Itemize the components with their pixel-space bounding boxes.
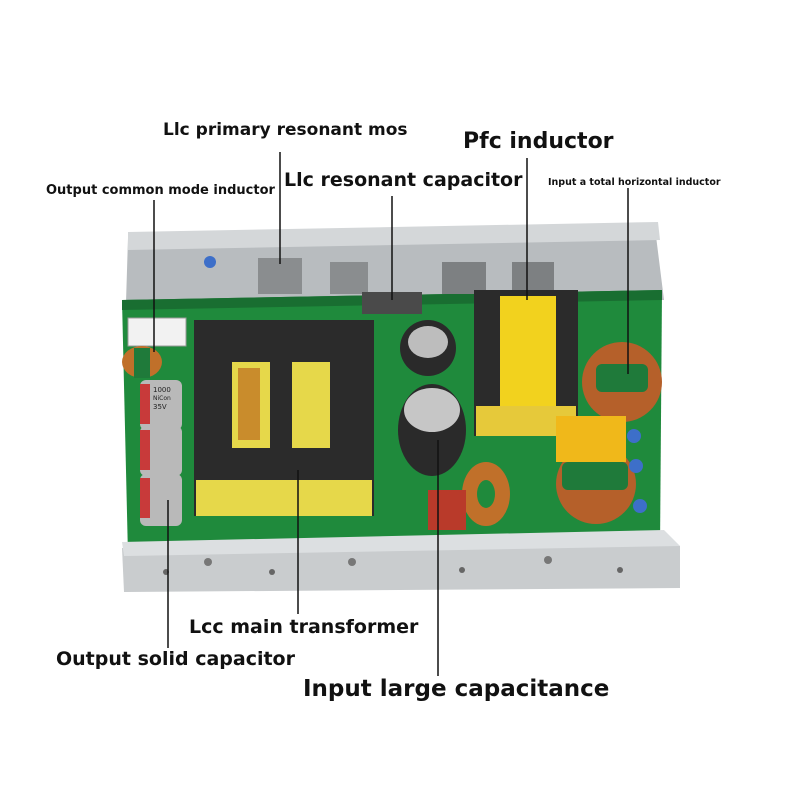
screw-hole — [544, 556, 552, 564]
label-lcc-main-transformer: Lcc main transformer — [189, 616, 419, 638]
solid-capacitor — [140, 380, 182, 430]
toroid-inductor-hole — [477, 480, 495, 508]
input-inductor-top-band — [596, 364, 648, 392]
label-llc-primary-resonant-mos: Llc primary resonant mos — [163, 120, 408, 140]
solid-cap-sleeve — [140, 430, 150, 470]
screw-hole — [459, 567, 465, 573]
heatsink-front-top-edge — [122, 530, 680, 556]
input-capacitor-top-cap — [408, 326, 448, 358]
mosfet-4 — [512, 262, 554, 292]
solid-cap-voltage: 35V — [153, 403, 167, 411]
label-output-common-mode-inductor: Output common mode inductor — [46, 183, 275, 198]
resonant-capacitor — [362, 292, 422, 314]
leader-lines — [153, 152, 629, 676]
screw-hole — [269, 569, 275, 575]
label-pfc-inductor: Pfc inductor — [463, 129, 614, 154]
y-capacitor — [633, 499, 647, 513]
solid-capacitor — [140, 426, 182, 476]
screw-hole — [348, 558, 356, 566]
input-inductor-bottom-band — [562, 462, 628, 490]
output-solid-capacitors — [140, 380, 182, 526]
pfc-inductor-bobbin — [500, 296, 556, 408]
y-capacitor — [204, 256, 216, 268]
label-input-total-horizontal-inductor: Input a total horizontal inductor — [548, 177, 721, 188]
label-llc-resonant-capacitor: Llc resonant capacitor — [284, 169, 523, 191]
screw-hole — [204, 558, 212, 566]
mosfet-2 — [330, 262, 368, 294]
main-transformer-winding — [238, 368, 260, 440]
solid-cap-sleeve — [140, 478, 150, 518]
y-capacitor — [629, 459, 643, 473]
solid-cap-brand: NiCon — [153, 395, 171, 402]
mosfet-3 — [442, 262, 486, 294]
red-capacitor — [428, 490, 466, 530]
input-capacitor-bottom-cap — [404, 388, 460, 432]
main-transformer-window-right — [292, 362, 330, 448]
label-output-solid-capacitor: Output solid capacitor — [56, 648, 295, 670]
screw-hole — [617, 567, 623, 573]
y-capacitor — [627, 429, 641, 443]
output-connector — [127, 317, 187, 347]
output-cm-inductor-band — [134, 348, 150, 378]
label-input-large-capacitance: Input large capacitance — [303, 676, 610, 702]
solid-capacitor — [140, 474, 182, 526]
main-transformer-bobbin-base — [196, 480, 372, 516]
solid-cap-sleeve — [140, 384, 150, 424]
x-capacitor — [556, 416, 626, 462]
solid-cap-value: 1000 — [153, 386, 171, 394]
